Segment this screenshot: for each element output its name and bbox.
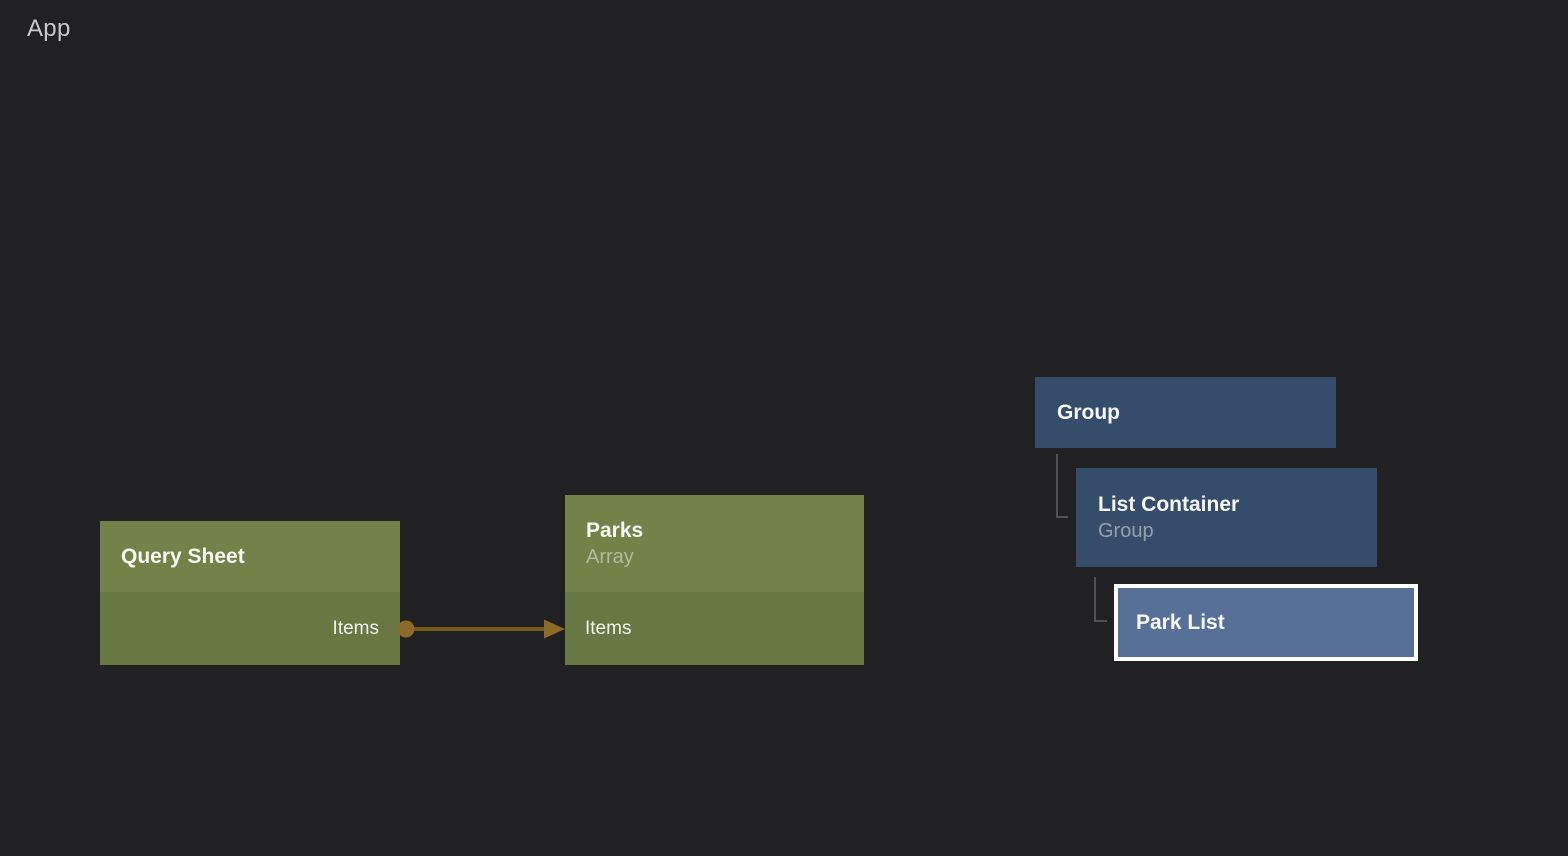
query-sheet-header[interactable]: Query Sheet xyxy=(100,521,400,592)
list-container-title: List Container xyxy=(1098,492,1240,516)
tree-connector-list-container-to-park-list xyxy=(1094,577,1107,622)
list-container-subtitle: Group xyxy=(1098,519,1154,542)
parks-subtitle: Array xyxy=(586,545,634,568)
parks-title: Parks xyxy=(586,518,644,542)
park-list-title: Park List xyxy=(1136,610,1225,634)
parks-input-port-label: Items xyxy=(585,617,632,639)
connection-arrow[interactable] xyxy=(395,615,571,643)
output-port-dot[interactable] xyxy=(397,620,415,638)
query-sheet-body[interactable]: Items xyxy=(100,592,400,665)
parks-body[interactable]: Items xyxy=(565,592,864,665)
flow-node-parks[interactable]: Parks Array Items xyxy=(565,495,864,665)
arrowhead-icon xyxy=(544,619,565,639)
tree-connector-group-to-list-container xyxy=(1056,454,1068,518)
app-breadcrumb: App xyxy=(27,15,71,42)
group-title: Group xyxy=(1057,400,1120,424)
tree-node-park-list-selected[interactable]: Park List xyxy=(1114,584,1418,661)
query-sheet-output-port-label: Items xyxy=(332,617,379,639)
parks-header[interactable]: Parks Array xyxy=(565,495,864,592)
flow-node-query-sheet[interactable]: Query Sheet Items xyxy=(100,521,400,665)
tree-node-group[interactable]: Group xyxy=(1035,377,1336,448)
query-sheet-title: Query Sheet xyxy=(121,544,245,568)
tree-node-list-container[interactable]: List Container Group xyxy=(1076,468,1377,567)
